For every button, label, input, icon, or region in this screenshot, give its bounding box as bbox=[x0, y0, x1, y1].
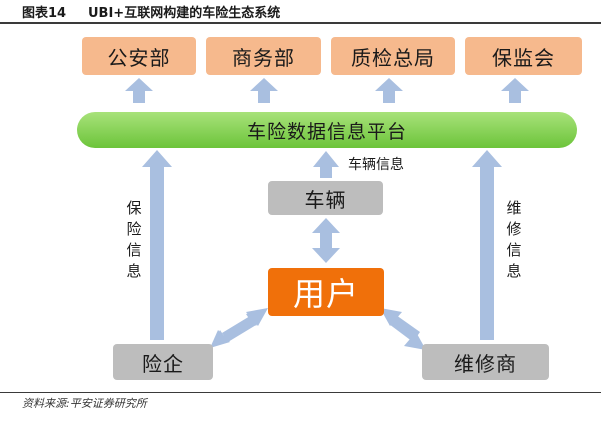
agency-quality-inspection: 质检总局 bbox=[331, 37, 455, 75]
arrow-up-vehicle bbox=[313, 151, 339, 178]
repair-node: 维修商 bbox=[422, 344, 549, 380]
arrow-up-repair bbox=[472, 150, 502, 340]
vehicle-info-label: 车辆信息 bbox=[348, 157, 404, 173]
source-note: 资料来源:平安证券研究所 bbox=[22, 397, 147, 410]
arrow-up-agency-3 bbox=[375, 78, 403, 103]
platform-bar: 车险数据信息平台 bbox=[77, 112, 577, 148]
insurer-node: 险企 bbox=[113, 344, 213, 380]
arrow-user-insurer-head-b bbox=[246, 308, 268, 326]
arrow-up-insurer bbox=[142, 150, 172, 340]
figure-label: 图表14 bbox=[22, 6, 67, 21]
arrow-vehicle-user bbox=[312, 218, 340, 263]
agency-public-security: 公安部 bbox=[82, 37, 196, 75]
user-node: 用户 bbox=[268, 268, 384, 316]
agency-commerce: 商务部 bbox=[206, 37, 321, 75]
footer-rule bbox=[0, 392, 601, 393]
figure-header: 图表14 UBI+互联网构建的车险生态系统 bbox=[0, 0, 601, 24]
arrow-user-insurer-head-a bbox=[210, 330, 230, 348]
arrow-user-repair-head-a bbox=[380, 308, 402, 326]
figure-title: UBI+互联网构建的车险生态系统 bbox=[88, 6, 281, 21]
arrow-user-repair-head-b bbox=[404, 332, 426, 350]
insurance-info-label: 保险信息 bbox=[126, 199, 142, 280]
arrow-up-agency-2 bbox=[250, 78, 278, 103]
arrow-up-agency-1 bbox=[125, 78, 153, 103]
agency-insurance-regulator: 保监会 bbox=[465, 37, 582, 75]
repair-info-label: 维修信息 bbox=[506, 199, 522, 280]
arrow-user-repair-shaft bbox=[389, 315, 420, 342]
vehicle-node: 车辆 bbox=[268, 181, 383, 215]
arrow-user-insurer-shaft bbox=[222, 316, 256, 342]
arrow-up-agency-4 bbox=[501, 78, 529, 103]
